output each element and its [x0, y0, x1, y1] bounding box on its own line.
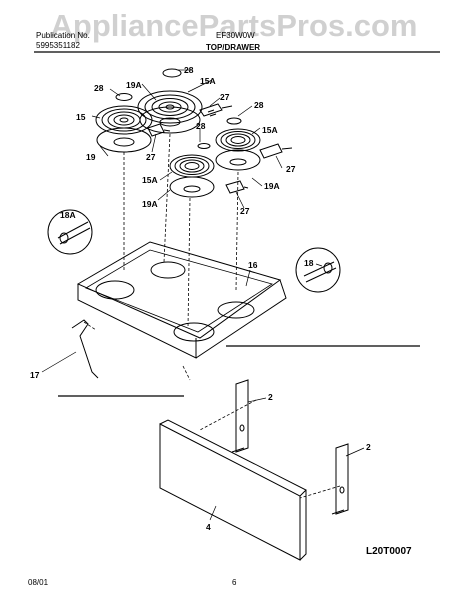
callout-4: 4	[206, 522, 211, 532]
model-number: EF30W0W	[216, 31, 255, 40]
publication-label: Publication No.	[36, 31, 90, 40]
callout-19a: 19A	[126, 80, 142, 90]
callout-17: 17	[30, 370, 40, 380]
callout-2: 2	[268, 392, 273, 402]
callout-27: 27	[220, 92, 230, 102]
drawer-bracket-right	[331, 443, 349, 515]
footer-page: 6	[232, 578, 237, 587]
surface-element-left	[95, 105, 153, 135]
callout-18: 18	[304, 258, 314, 268]
callout-2: 2	[366, 442, 371, 452]
surface-element-middle	[169, 154, 215, 178]
drip-bowl-middle	[169, 176, 215, 198]
drip-bowl-left	[96, 127, 152, 153]
callout-28: 28	[196, 121, 206, 131]
callout-15a: 15A	[142, 175, 158, 185]
trim-ring-left	[115, 93, 133, 101]
callout-leaders	[41, 69, 365, 521]
callout-28: 28	[184, 65, 194, 75]
trim-ring-middle	[197, 143, 211, 149]
callout-19: 19	[86, 152, 96, 162]
drawer-front	[159, 419, 307, 561]
callout-27: 27	[286, 164, 296, 174]
surface-element-right	[215, 128, 261, 152]
detail-circle-18a	[47, 209, 93, 255]
receptacle-blocks	[147, 103, 293, 194]
callout-19a: 19A	[264, 181, 280, 191]
trim-ring-right	[226, 117, 242, 125]
callout-16: 16	[248, 260, 258, 270]
callout-15a: 15A	[262, 125, 278, 135]
publication-number: 5995351182	[36, 41, 80, 50]
drip-bowl-right	[215, 149, 261, 171]
detail-circle-18	[295, 247, 341, 293]
section-title: TOP/DRAWER	[206, 43, 261, 52]
alignment-lines	[83, 133, 341, 499]
callout-27: 27	[146, 152, 156, 162]
callout-28: 28	[254, 100, 264, 110]
callout-18a: 18A	[60, 210, 76, 220]
surface-element-top	[137, 90, 203, 124]
footer-date: 08/01	[28, 578, 49, 587]
callout-19a: 19A	[142, 199, 158, 209]
callout-28: 28	[94, 83, 104, 93]
drawer-bracket-left	[231, 379, 249, 453]
anti-tip-bracket	[71, 319, 99, 379]
trim-ring-top	[162, 68, 182, 78]
callout-15a: 15A	[200, 76, 216, 86]
callout-15: 15	[76, 112, 86, 122]
callout-27: 27	[240, 206, 250, 216]
diagram-code: L20T0007	[366, 546, 412, 557]
cooktop-panel	[76, 241, 287, 359]
watermark-text: AppliancePartsPros.com	[51, 8, 418, 43]
